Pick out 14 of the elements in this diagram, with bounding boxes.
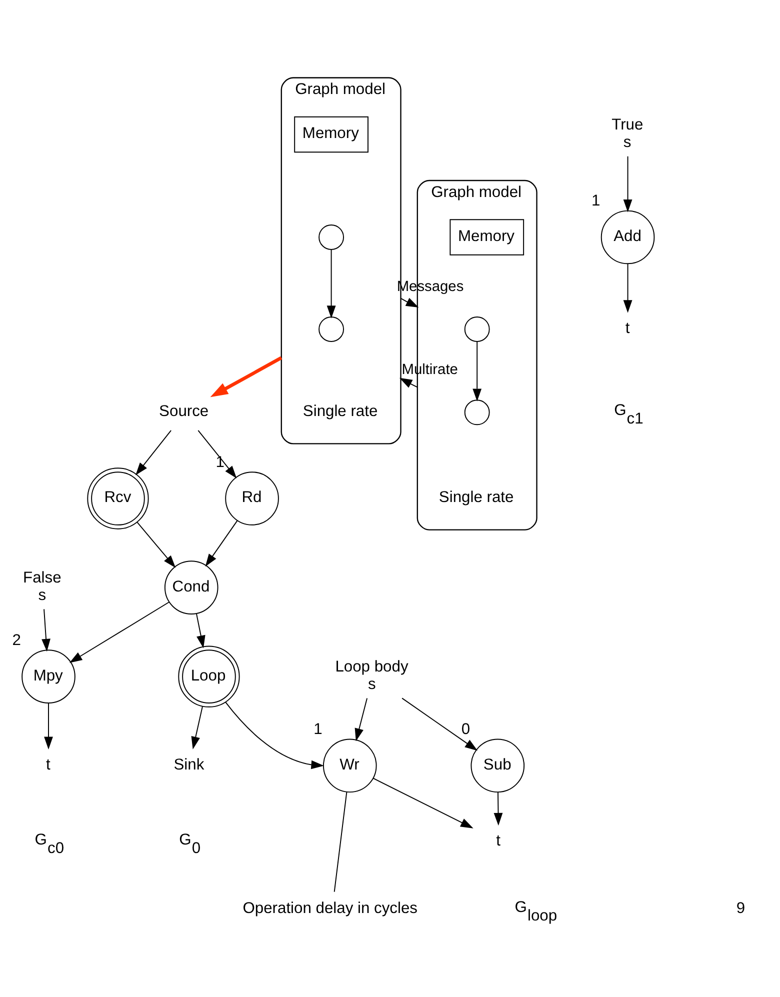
label: 9	[736, 900, 746, 918]
node-text: Source	[159, 403, 209, 420]
node-text: False s	[23, 569, 62, 604]
node-text: t	[46, 756, 50, 774]
node-label: 2	[12, 632, 21, 650]
node-text: Loop body s	[335, 658, 408, 694]
node-label: 0	[461, 721, 470, 738]
node-label: 1	[314, 721, 322, 738]
node-label: 1	[592, 192, 600, 210]
node-text: t	[625, 320, 630, 337]
node-text: Sink	[174, 756, 204, 774]
node-text: Operation delay in cycles	[242, 900, 418, 918]
node-text: t	[496, 832, 501, 850]
node-text: True s	[612, 116, 644, 152]
